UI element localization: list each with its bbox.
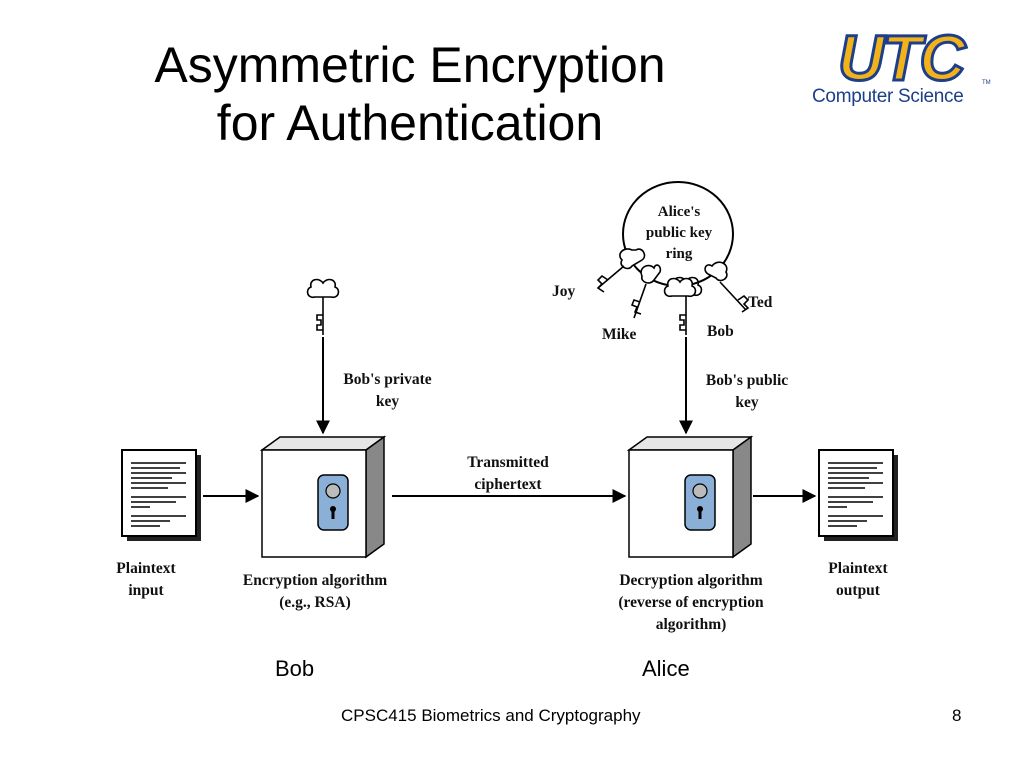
plaintext-output-line-2: output bbox=[836, 582, 880, 599]
plaintext-output-document bbox=[818, 449, 898, 541]
lock-icon bbox=[684, 474, 716, 531]
plaintext-input-line-2: input bbox=[128, 582, 164, 599]
trademark-mark: TM bbox=[982, 80, 991, 86]
flow-arrows bbox=[203, 337, 817, 503]
mike-key-label: Mike bbox=[602, 326, 637, 343]
plaintext-input-document bbox=[121, 449, 201, 541]
footer-course: CPSC415 Biometrics and Cryptography bbox=[341, 706, 641, 725]
transmitted-ciphertext-label: Transmitted ciphertext bbox=[448, 452, 568, 496]
encryption-line-2: (e.g., RSA) bbox=[279, 594, 351, 611]
logo-subtitle: Computer Science bbox=[812, 86, 964, 107]
private-key-label: Bob's private key bbox=[335, 369, 440, 413]
title-line-2: for Authentication bbox=[216, 95, 604, 151]
sender-label: Bob bbox=[275, 656, 315, 681]
key-ring-label: Alice's public key ring bbox=[632, 202, 726, 265]
ted-key-label: Ted bbox=[748, 294, 773, 311]
decryption-line-2: (reverse of encryption bbox=[618, 594, 764, 611]
utc-logo: UTC TM bbox=[837, 21, 991, 96]
decryption-line-3: algorithm) bbox=[655, 616, 727, 633]
ted-key-icon bbox=[704, 261, 750, 313]
key-ring-line-3: ring bbox=[665, 246, 693, 262]
joy-key-label: Joy bbox=[552, 283, 576, 300]
bob-key-label: Bob bbox=[707, 323, 734, 340]
encryption-line-1: Encryption algorithm bbox=[242, 572, 388, 589]
key-ring-line-2: public key bbox=[645, 225, 713, 241]
title-line-1: Asymmetric Encryption bbox=[154, 37, 666, 93]
transmitted-line-1: Transmitted bbox=[467, 454, 549, 471]
plaintext-output-line-1: Plaintext bbox=[828, 560, 888, 577]
plaintext-output-label: Plaintext output bbox=[812, 558, 904, 602]
transmitted-line-2: ciphertext bbox=[474, 476, 542, 493]
public-key-label-line-1: Bob's public bbox=[705, 372, 789, 389]
plaintext-input-line-1: Plaintext bbox=[116, 560, 176, 577]
slide-title: Asymmetric Encryption for Authentication bbox=[60, 36, 760, 152]
encryption-algorithm-label: Encryption algorithm (e.g., RSA) bbox=[222, 570, 408, 614]
joy-key-icon bbox=[596, 248, 646, 293]
decryption-algorithm-label: Decryption algorithm (reverse of encrypt… bbox=[598, 570, 784, 636]
decryption-algorithm-box bbox=[626, 435, 754, 559]
encryption-algorithm-box bbox=[259, 435, 387, 559]
private-key-icon bbox=[306, 278, 340, 335]
lock-icon bbox=[317, 474, 349, 531]
plaintext-input-label: Plaintext input bbox=[100, 558, 192, 602]
private-key-label-line-1: Bob's private bbox=[343, 371, 432, 388]
public-key-label-line-2: key bbox=[735, 394, 759, 411]
receiver-label: Alice bbox=[642, 656, 690, 681]
page-number: 8 bbox=[952, 706, 962, 725]
key-ring-line-1: Alice's bbox=[657, 204, 701, 220]
public-key-label: Bob's public key bbox=[695, 370, 799, 414]
private-key-label-line-2: key bbox=[375, 393, 400, 410]
decryption-line-1: Decryption algorithm bbox=[619, 572, 763, 589]
utc-logo-letters: UTC bbox=[838, 22, 966, 94]
mike-key-icon bbox=[630, 264, 662, 319]
bob-key-icon bbox=[663, 277, 697, 298]
